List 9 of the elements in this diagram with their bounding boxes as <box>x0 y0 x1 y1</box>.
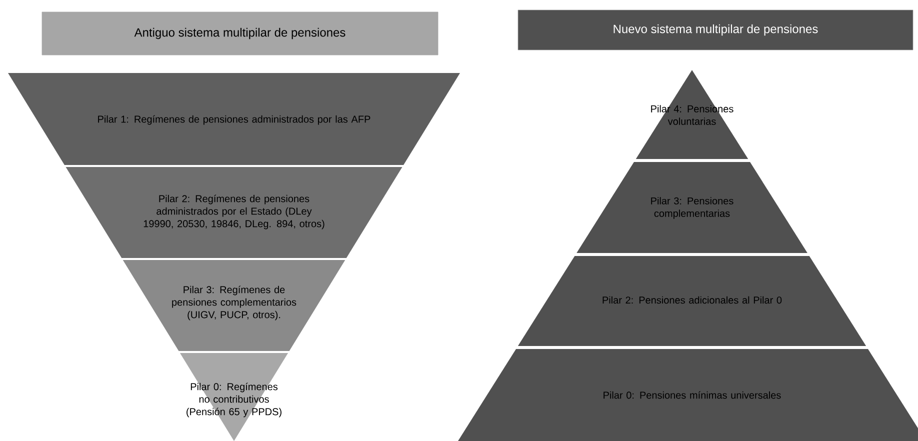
pyramid-band: Pilar 0: Pensiones mínimas universales <box>458 348 918 441</box>
pyramid-band: Pilar 0: Regímenes no contributivos (Pensión 65 y PPDS) <box>180 352 288 441</box>
pyramid-band: Pilar 3: Regímenes de pensiones complementarios (UIGV, PUCP, otros). <box>122 260 346 351</box>
pyramid-band: Pilar 1: Regímenes de pensiones administrados por las AFP <box>8 73 460 165</box>
title-box: Nuevo sistema multipilar de pensiones <box>518 10 914 50</box>
title-box: Antiguo sistema multipilar de pensiones <box>42 12 438 56</box>
pyramid-band: Pilar 2: Pensiones adicionales al Pilar 0 <box>518 256 866 346</box>
pyramid-band: Pilar 2: Regímenes de pensiones administrados por el Estado (DLey 19990, 20530, 19846, DLeg. 894, otros) <box>66 167 402 258</box>
pyramid-band: Pilar 3: Pensiones complementarias <box>576 162 808 253</box>
